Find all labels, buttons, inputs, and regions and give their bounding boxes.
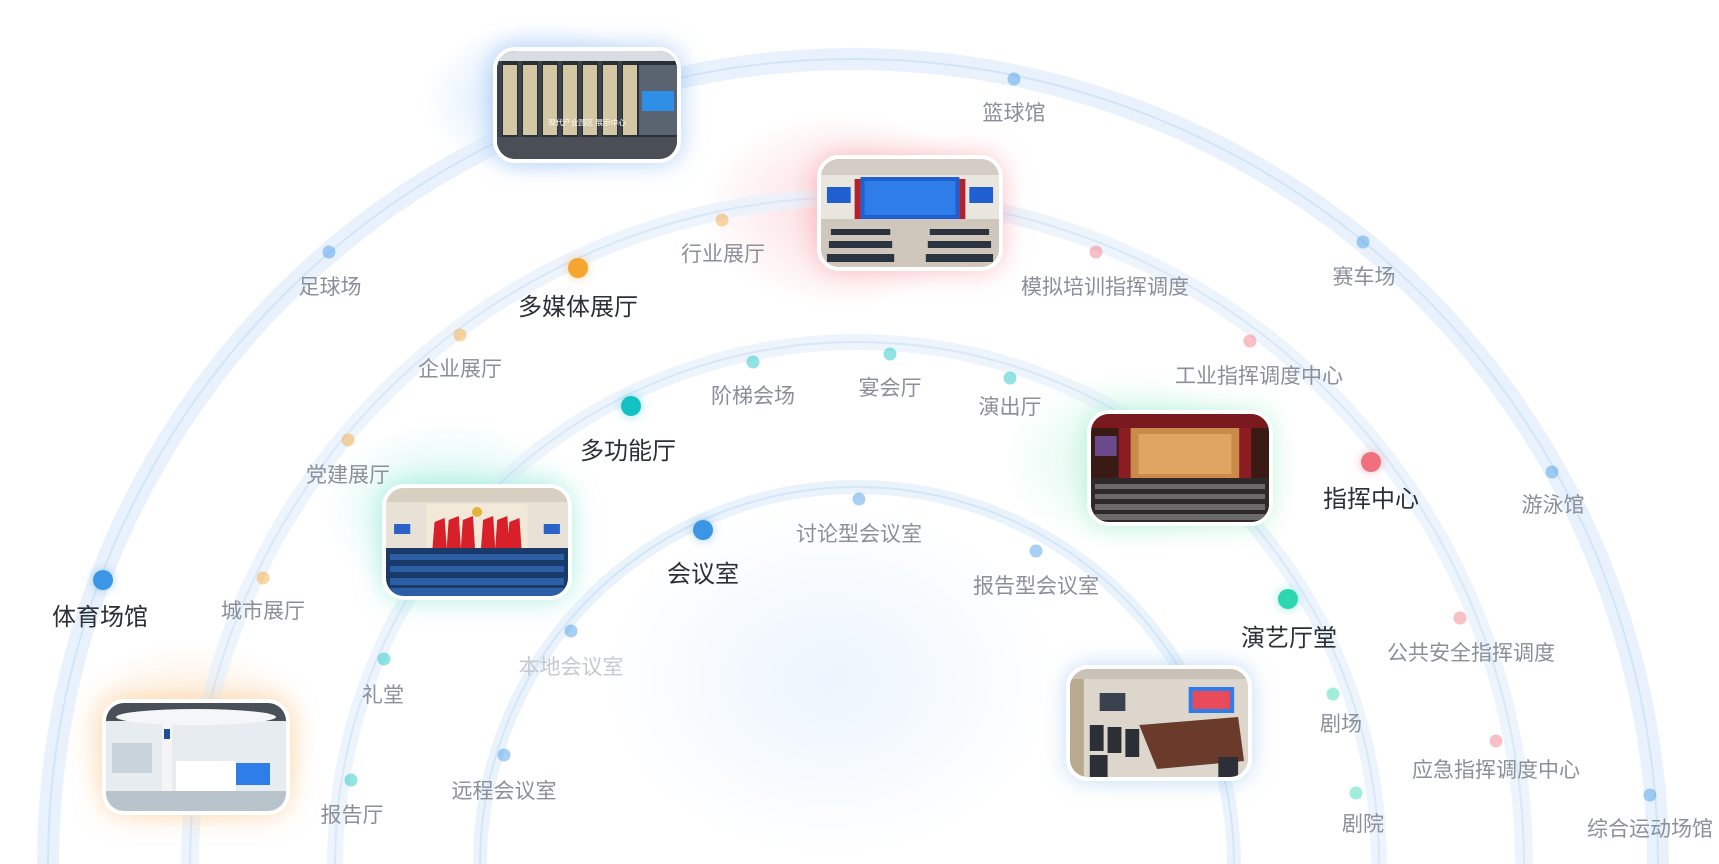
dot-racing	[1356, 235, 1370, 249]
dot-theater2	[1349, 786, 1363, 800]
label-theater1: 剧场	[1320, 713, 1362, 736]
label-football: 足球场	[298, 276, 362, 299]
dot-lecture-hall	[344, 773, 358, 787]
dot-multimedia-hall	[568, 258, 588, 278]
dot-party-expo	[341, 433, 355, 447]
label-command-center: 指挥中心	[1323, 486, 1419, 513]
label-city-expo: 城市展厅	[221, 600, 305, 623]
dot-industrial-dispatch	[1243, 334, 1257, 348]
label-enterprise-expo: 企业展厅	[418, 358, 502, 381]
arc-second-line	[334, 341, 1380, 864]
dot-sports	[93, 570, 113, 590]
dot-command-center	[1361, 452, 1381, 472]
dot-tiered-venue	[746, 355, 760, 369]
dot-banquet	[883, 347, 897, 361]
label-tiered-venue: 阶梯会场	[711, 385, 795, 408]
label-racing: 赛车场	[1332, 266, 1396, 289]
label-public-safety: 公共安全指挥调度	[1387, 642, 1555, 665]
dot-meeting-room	[693, 520, 713, 540]
photo-multifunction-hall	[382, 484, 572, 600]
label-meeting-room: 会议室	[667, 561, 739, 588]
dot-emergency-dispatch	[1489, 734, 1503, 748]
label-sports: 体育场馆	[52, 604, 148, 631]
photo-performance-hall	[1087, 410, 1273, 526]
dot-swimming	[1545, 465, 1559, 479]
dot-industry-expo	[715, 213, 729, 227]
label-multimedia-hall: 多媒体展厅	[518, 294, 638, 321]
label-theater2: 剧院	[1342, 813, 1384, 836]
label-auditorium: 礼堂	[362, 684, 404, 707]
label-sim-training: 模拟培训指挥调度	[1021, 276, 1189, 299]
dot-report-room	[1029, 544, 1043, 558]
label-party-expo: 党建展厅	[306, 464, 390, 487]
photo-meeting-room	[1066, 665, 1252, 781]
dot-enterprise-expo	[453, 328, 467, 342]
photo-exhibition-hall	[102, 699, 290, 815]
label-discussion-room: 讨论型会议室	[796, 523, 922, 546]
dot-auditorium	[377, 652, 391, 666]
dot-city-expo	[256, 571, 270, 585]
label-report-room: 报告型会议室	[973, 575, 1099, 598]
photo-exhibition-building: 现代产业园区 展示中心	[493, 47, 681, 163]
label-basketball: 篮球馆	[982, 102, 1046, 125]
label-multifunction-hall: 多功能厅	[580, 438, 676, 465]
dot-multifunction-hall	[621, 396, 641, 416]
dot-remote-room	[497, 748, 511, 762]
label-industry-expo: 行业展厅	[681, 243, 765, 266]
dot-local-room	[564, 624, 578, 638]
label-industrial-dispatch: 工业指挥调度中心	[1175, 365, 1343, 388]
dot-basketball	[1007, 72, 1021, 86]
label-local-room: 本地会议室	[518, 656, 624, 679]
dot-public-safety	[1453, 611, 1467, 625]
label-stadium: 综合运动场馆	[1587, 818, 1713, 841]
label-swimming: 游泳馆	[1521, 494, 1585, 517]
arc-outer-line	[47, 58, 1659, 864]
label-show-hall: 演出厅	[978, 396, 1042, 419]
dot-discussion-room	[852, 492, 866, 506]
dot-stadium	[1643, 788, 1657, 802]
dot-theater1	[1326, 687, 1340, 701]
label-banquet: 宴会厅	[858, 377, 922, 400]
dot-sim-training	[1089, 245, 1103, 259]
label-lecture-hall: 报告厅	[320, 804, 384, 827]
label-performance-hall: 演艺厅堂	[1241, 625, 1337, 652]
dot-show-hall	[1003, 371, 1017, 385]
dot-football	[322, 245, 336, 259]
photo-command-center	[817, 155, 1003, 271]
label-emergency-dispatch: 应急指挥调度中心	[1412, 759, 1580, 782]
label-remote-room: 远程会议室	[451, 780, 557, 803]
dot-performance-hall	[1278, 589, 1298, 609]
building-sign-text: 现代产业园区 展示中心	[548, 117, 626, 127]
